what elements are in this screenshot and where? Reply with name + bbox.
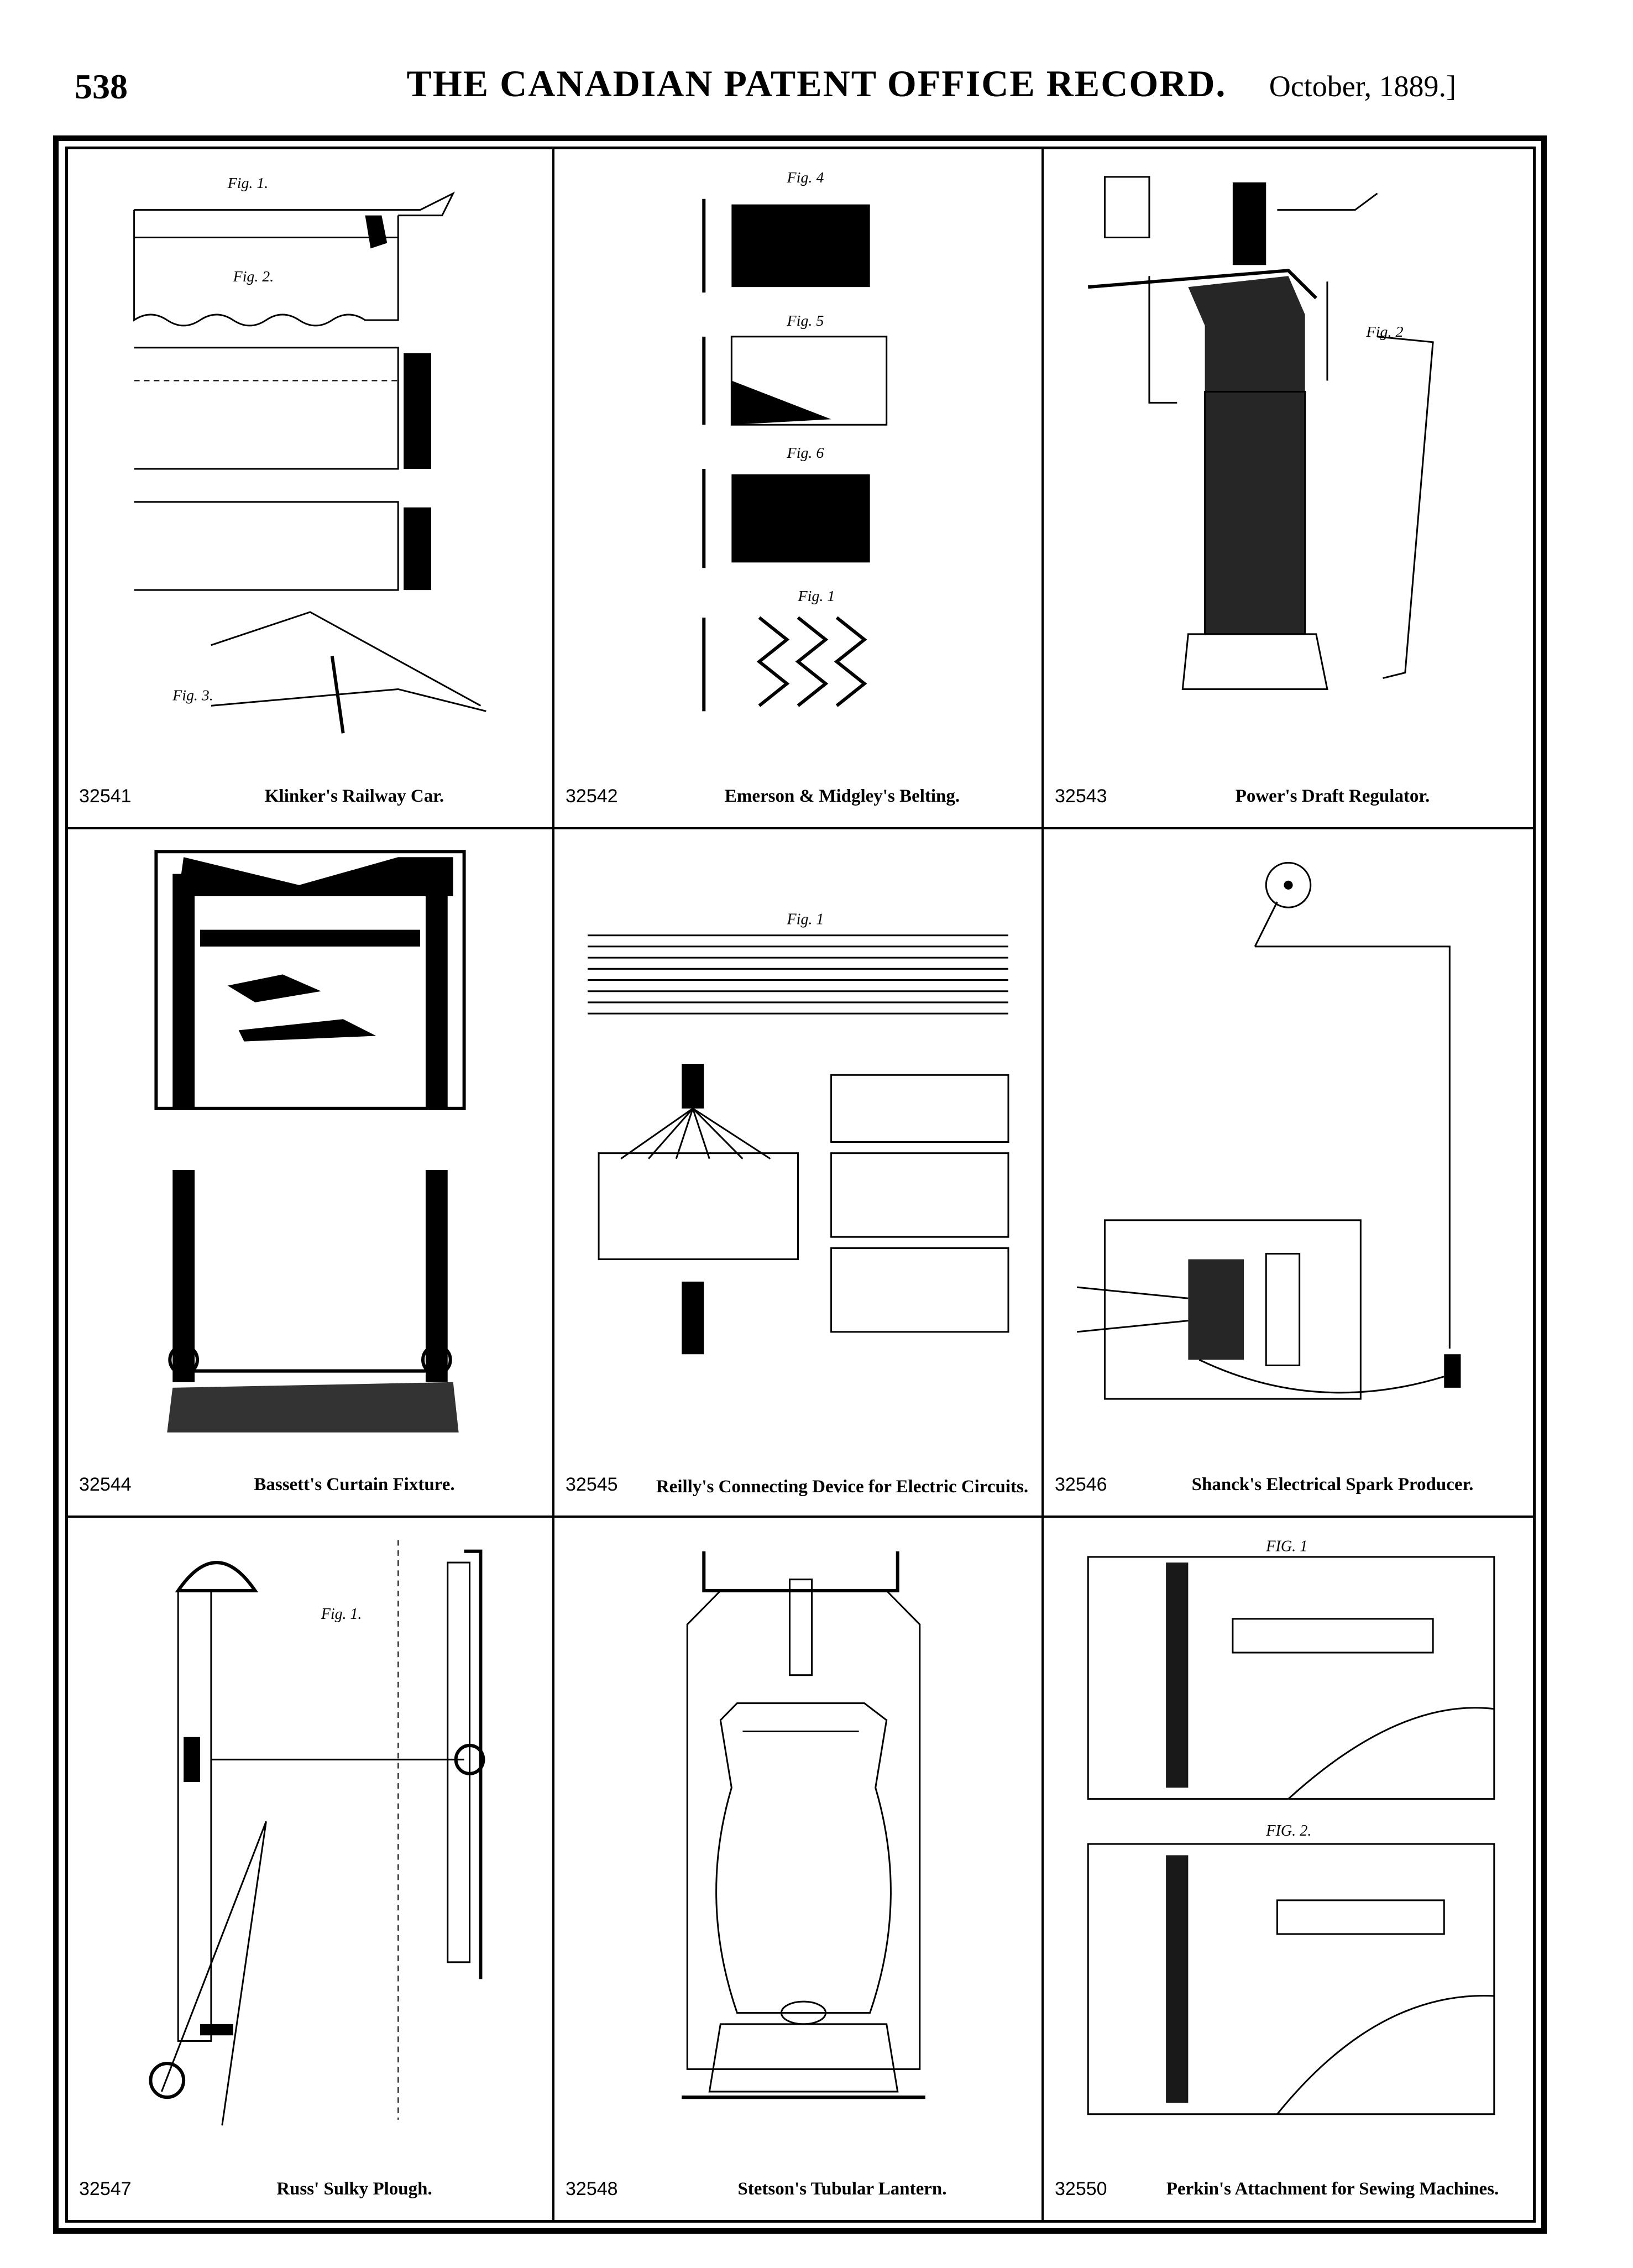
patent-cell-32547: Fig. 1. 32547 Russ' Sulky Plough. [68, 1518, 554, 2220]
patent-title: Klinker's Railway Car. [264, 786, 444, 806]
patent-cell-32542: Fig. 4 Fig. 5 Fig. 6 Fig. 1 32542 Emerso… [554, 149, 1044, 829]
caption-32544: 32544 Bassett's Curtain Fixture. [68, 1461, 552, 1506]
caption-32550: 32550 Perkin's Attachment for Sewing Mac… [1044, 2166, 1533, 2210]
patent-title: Power's Draft Regulator. [1235, 786, 1430, 806]
patent-number: 32545 [566, 1474, 618, 1495]
caption-32548: 32548 Stetson's Tubular Lantern. [554, 2166, 1041, 2210]
caption-32546: 32546 Shanck's Electrical Spark Producer… [1044, 1461, 1533, 1506]
patent-cell-32546: 32546 Shanck's Electrical Spark Producer… [1044, 829, 1533, 1518]
patent-number: 32544 [79, 1474, 132, 1495]
patent-drawing-draft-regulator: Fig. 2 [1066, 160, 1511, 761]
patent-number: 32547 [79, 2178, 132, 2199]
caption-32545: 32545 Reilly's Connecting Device for Ele… [554, 1461, 1041, 1506]
patent-title: Bassett's Curtain Fixture. [254, 1475, 455, 1494]
svg-text:Fig. 5: Fig. 5 [786, 312, 824, 330]
svg-text:Fig. 2.: Fig. 2. [233, 268, 274, 285]
patent-number: 32550 [1055, 2178, 1107, 2199]
patent-cell-32550: FIG. 1 FIG. 2. 32550 Perkin's Attachment… [1044, 1518, 1533, 2220]
patent-number: 32543 [1055, 786, 1107, 807]
patent-drawing-curtain-fixture [90, 840, 530, 1449]
page-number: 538 [75, 67, 128, 106]
patent-drawing-sulky-plough: Fig. 1. [90, 1529, 530, 2154]
svg-text:Fig. 1.: Fig. 1. [321, 1606, 362, 1623]
patent-cell-32545: Fig. 1 32545 Reilly's Connecting Device … [554, 829, 1044, 1518]
caption-32543: 32543 Power's Draft Regulator. [1044, 773, 1533, 817]
patent-grid: Fig. 1. Fig. 2. Fig. 3. 32541 Klinker's … [68, 149, 1533, 2220]
patent-cell-32548: 32548 Stetson's Tubular Lantern. [554, 1518, 1044, 2220]
patent-title: Reilly's Connecting Device for Electric … [656, 1477, 1029, 1497]
patent-drawing-railway-car: Fig. 1. Fig. 2. Fig. 3. [90, 160, 530, 761]
svg-text:Fig. 1: Fig. 1 [797, 588, 835, 605]
patent-drawing-spark-producer [1066, 840, 1511, 1449]
svg-text:Fig. 6: Fig. 6 [786, 445, 824, 462]
patent-number: 32546 [1055, 1474, 1107, 1495]
patent-number: 32541 [79, 786, 132, 807]
journal-title: THE CANADIAN PATENT OFFICE RECORD. [406, 62, 1227, 104]
patent-title: Stetson's Tubular Lantern. [737, 2179, 947, 2199]
svg-text:FIG. 2.: FIG. 2. [1265, 1822, 1311, 1840]
svg-text:Fig. 4: Fig. 4 [786, 169, 824, 186]
patent-drawing-connecting-device: Fig. 1 [577, 840, 1019, 1449]
caption-32541: 32541 Klinker's Railway Car. [68, 773, 552, 817]
patent-title: Emerson & Midgley's Belting. [724, 786, 960, 806]
patent-title: Perkin's Attachment for Sewing Machines. [1166, 2179, 1499, 2199]
patent-number: 32542 [566, 786, 618, 807]
patent-number: 32548 [566, 2178, 618, 2199]
patent-cell-32543: Fig. 2 32543 Power's Draft Regulator. [1044, 149, 1533, 829]
patent-drawing-belting: Fig. 4 Fig. 5 Fig. 6 Fig. 1 [577, 160, 1019, 761]
svg-text:Fig. 1: Fig. 1 [786, 911, 824, 928]
issue-date: October, 1889.] [1269, 70, 1456, 103]
patent-drawing-tubular-lantern [577, 1529, 1019, 2154]
patent-cell-32541: Fig. 1. Fig. 2. Fig. 3. 32541 Klinker's … [68, 149, 554, 829]
caption-32547: 32547 Russ' Sulky Plough. [68, 2166, 552, 2210]
patent-title: Russ' Sulky Plough. [276, 2179, 432, 2199]
patent-drawing-sewing-attachment: FIG. 1 FIG. 2. [1066, 1529, 1511, 2154]
svg-text:FIG. 1: FIG. 1 [1265, 1538, 1307, 1555]
caption-32542: 32542 Emerson & Midgley's Belting. [554, 773, 1041, 817]
page-header: 538 THE CANADIAN PATENT OFFICE RECORD. O… [0, 0, 1633, 133]
outer-frame [53, 135, 1547, 2234]
inner-frame [65, 147, 1536, 2223]
patent-cell-32544: 32544 Bassett's Curtain Fixture. [68, 829, 554, 1518]
patent-title: Shanck's Electrical Spark Producer. [1191, 1475, 1474, 1494]
svg-text:Fig. 1.: Fig. 1. [227, 175, 268, 192]
svg-text:Fig. 3.: Fig. 3. [172, 687, 213, 704]
